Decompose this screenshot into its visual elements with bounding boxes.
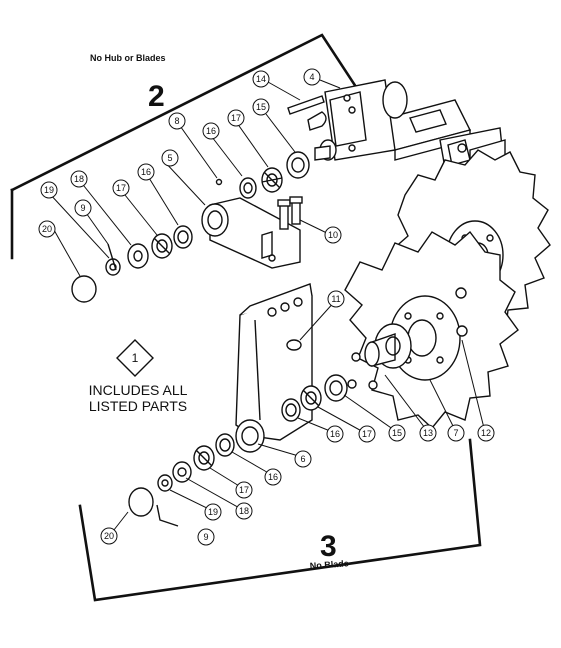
svg-text:9: 9	[80, 203, 85, 213]
washer-upper-18	[127, 243, 149, 269]
note-line-1: INCLUDES ALL	[89, 382, 188, 398]
clip-part	[307, 111, 327, 131]
svg-text:12: 12	[481, 428, 491, 438]
callout-bubble: 18	[235, 502, 253, 520]
callout-bubble: 6	[294, 450, 312, 468]
note-symbol-number: 1	[132, 351, 139, 365]
assembly-3-number: 3	[320, 530, 337, 563]
assembly-3-bracket	[78, 438, 482, 602]
cone-upper-17	[261, 167, 283, 193]
bolt-11	[286, 339, 302, 351]
cotter-pin-lower	[156, 504, 179, 527]
callout-bubble: 15	[252, 98, 270, 116]
callout-bubble: 19	[40, 181, 58, 199]
svg-text:20: 20	[42, 224, 52, 234]
seal-upper-16	[239, 177, 257, 199]
callout-bubble: 16	[137, 163, 155, 181]
svg-text:17: 17	[362, 429, 372, 439]
note-symbol: 1	[116, 339, 154, 377]
svg-text:15: 15	[256, 102, 266, 112]
svg-text:9: 9	[203, 532, 208, 542]
cup-lower-15	[324, 374, 348, 402]
svg-text:10: 10	[328, 230, 338, 240]
seal-upper-16b	[173, 225, 193, 249]
svg-text:19: 19	[44, 185, 54, 195]
callout-bubble: 17	[235, 481, 253, 499]
callout-bubble: 15	[388, 424, 406, 442]
nuts-small	[347, 352, 361, 389]
svg-text:7: 7	[453, 428, 458, 438]
callout-bubble: 9	[74, 199, 92, 217]
cotter-pin-upper	[107, 243, 117, 271]
svg-text:16: 16	[141, 167, 151, 177]
seal-lower-16b	[215, 433, 235, 457]
callout-bubble: 19	[204, 503, 222, 521]
callout-bubble: 8	[168, 112, 186, 130]
callout-bubble: 13	[419, 424, 437, 442]
cup-upper-15	[286, 151, 310, 179]
svg-text:18: 18	[74, 174, 84, 184]
svg-text:14: 14	[256, 74, 266, 84]
svg-text:15: 15	[392, 428, 402, 438]
svg-text:17: 17	[231, 113, 241, 123]
callout-bubble: 7	[447, 424, 465, 442]
cone-lower-17	[300, 385, 322, 411]
assembly-2-caption: No Hub or Blades	[90, 53, 166, 63]
svg-text:16: 16	[206, 126, 216, 136]
pin-part	[287, 95, 325, 115]
cone-upper-17b	[151, 233, 173, 259]
svg-text:17: 17	[116, 183, 126, 193]
svg-text:17: 17	[239, 485, 249, 495]
washer-lower-18	[172, 461, 192, 483]
dust-cap-upper-20	[71, 275, 97, 303]
dust-cap-lower-20	[128, 487, 154, 517]
callout-bubble: 17	[358, 425, 376, 443]
callout-bubble: 5	[161, 149, 179, 167]
callout-bubble: 20	[100, 527, 118, 545]
hub-upper-5	[201, 197, 301, 269]
callout-bubble: 16	[326, 425, 344, 443]
svg-text:4: 4	[309, 72, 314, 82]
callout-bubble: 16	[264, 468, 282, 486]
svg-text:6: 6	[300, 454, 305, 464]
svg-text:20: 20	[104, 531, 114, 541]
seal-lower-16	[281, 398, 301, 422]
svg-text:18: 18	[239, 506, 249, 516]
bolts-12	[368, 287, 468, 390]
svg-text:5: 5	[167, 153, 172, 163]
svg-text:19: 19	[208, 507, 218, 517]
assembly-2-number: 2	[148, 80, 165, 113]
callout-bubble: 16	[202, 122, 220, 140]
hub-flange-13	[364, 323, 412, 369]
svg-text:16: 16	[330, 429, 340, 439]
callout-bubble: 11	[327, 290, 345, 308]
bolts-10	[277, 196, 303, 230]
arm-6	[235, 283, 313, 453]
callout-bubble: 17	[227, 109, 245, 127]
nut-lower-19	[157, 474, 173, 492]
note-line-2: LISTED PARTS	[89, 398, 187, 414]
blade-front	[344, 230, 519, 430]
callout-bubble: 4	[303, 68, 321, 86]
svg-text:8: 8	[174, 116, 179, 126]
bearing-housing	[314, 79, 408, 161]
assembly-2-bracket-top	[10, 33, 360, 192]
assembly-3-caption: No Blade	[309, 558, 349, 571]
callout-bubble: 12	[477, 424, 495, 442]
callout-bubble: 14	[252, 70, 270, 88]
svg-text:16: 16	[268, 472, 278, 482]
cone-lower-17b	[193, 445, 215, 471]
callout-bubble: 20	[38, 220, 56, 238]
callout-bubble: 18	[70, 170, 88, 188]
callout-bubble: 9	[197, 528, 215, 546]
grease-fitting	[215, 178, 223, 186]
svg-text:13: 13	[423, 428, 433, 438]
svg-text:11: 11	[331, 294, 340, 304]
callout-bubble: 10	[324, 226, 342, 244]
callout-bubble: 17	[112, 179, 130, 197]
